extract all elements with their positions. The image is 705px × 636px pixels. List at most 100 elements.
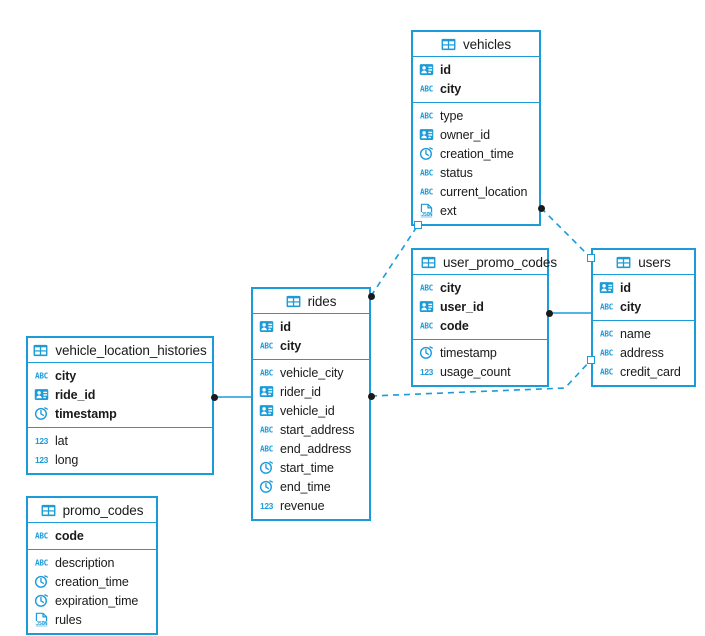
entity-title: rides: [307, 293, 337, 309]
field-creation_time[interactable]: creation_time: [28, 572, 156, 591]
field-type[interactable]: ABC type: [413, 106, 539, 125]
badge-icon: [599, 282, 614, 293]
abc-icon: ABC: [260, 369, 274, 378]
123-icon: 123: [260, 501, 274, 511]
badge-icon: [34, 389, 49, 400]
svg-text:ABC: ABC: [420, 284, 434, 293]
field-label: timestamp: [440, 345, 497, 360]
key-field-id[interactable]: id: [593, 278, 694, 297]
field-label: vehicle_city: [280, 365, 344, 380]
field-start_time[interactable]: start_time: [253, 458, 369, 477]
relationship-source-marker-user_promo_codes-to-users: [545, 309, 553, 317]
field-label: type: [440, 108, 464, 123]
relationship-source-marker-vehicles-to-rides: [367, 292, 375, 300]
relationship-source-marker-vehicle_location_histories-to-rides: [210, 393, 218, 401]
field-label: city: [440, 81, 462, 96]
relationship-target-marker-vehicles-to-users: [587, 254, 595, 262]
field-label: ext: [440, 203, 457, 218]
field-label: revenue: [280, 498, 325, 513]
table-icon: [33, 344, 48, 356]
svg-text:JSON: JSON: [421, 212, 432, 218]
svg-text:ABC: ABC: [600, 368, 614, 377]
field-start_address[interactable]: ABC start_address: [253, 420, 369, 439]
entity-header-promo_codes[interactable]: promo_codes: [28, 498, 156, 523]
field-end_time[interactable]: end_time: [253, 477, 369, 496]
entity-header-users[interactable]: users: [593, 250, 694, 275]
abc-icon: ABC: [35, 372, 49, 381]
entity-header-vehicle_location_histories[interactable]: vehicle_location_histories: [28, 338, 212, 363]
key-field-city[interactable]: ABC city: [413, 79, 539, 98]
abc-icon: ABC: [420, 169, 434, 178]
table-icon: [441, 38, 456, 50]
entity-header-vehicles[interactable]: vehicles: [413, 32, 539, 57]
field-label: ride_id: [55, 387, 96, 402]
key-field-id[interactable]: id: [413, 60, 539, 79]
field-label: creation_time: [55, 574, 129, 589]
clock-icon: [34, 594, 48, 607]
field-description[interactable]: ABC description: [28, 553, 156, 572]
svg-text:ABC: ABC: [260, 426, 274, 435]
field-label: long: [55, 452, 79, 467]
field-label: id: [280, 319, 291, 334]
field-creation_time[interactable]: creation_time: [413, 144, 539, 163]
field-vehicle_id[interactable]: vehicle_id: [253, 401, 369, 420]
entity-header-user_promo_codes[interactable]: user_promo_codes: [413, 250, 557, 275]
key-field-timestamp[interactable]: timestamp: [28, 404, 212, 423]
field-name[interactable]: ABC name: [593, 324, 694, 343]
key-field-ride_id[interactable]: ride_id: [28, 385, 212, 404]
svg-text:ABC: ABC: [420, 112, 434, 121]
field-label: id: [440, 62, 451, 77]
field-ext[interactable]: JSON ext: [413, 201, 539, 220]
clock-icon: [259, 480, 273, 493]
svg-text:123: 123: [420, 367, 434, 377]
key-field-id[interactable]: id: [253, 317, 369, 336]
field-label: start_address: [280, 422, 355, 437]
entity-header-rides[interactable]: rides: [253, 289, 369, 314]
field-label: name: [620, 326, 651, 341]
field-owner_id[interactable]: owner_id: [413, 125, 539, 144]
field-timestamp[interactable]: timestamp: [413, 343, 547, 362]
field-label: start_time: [280, 460, 334, 475]
abc-icon: ABC: [260, 342, 274, 351]
field-label: description: [55, 555, 115, 570]
svg-text:ABC: ABC: [600, 303, 614, 312]
svg-text:JSON: JSON: [36, 621, 47, 627]
field-expiration_time[interactable]: expiration_time: [28, 591, 156, 610]
table-icon: [286, 295, 301, 307]
key-field-user_id[interactable]: user_id: [413, 297, 547, 316]
field-revenue[interactable]: 123 revenue: [253, 496, 369, 515]
svg-text:ABC: ABC: [420, 85, 434, 94]
123-icon: 123: [35, 436, 49, 446]
entity-title: vehicles: [463, 36, 511, 52]
svg-text:ABC: ABC: [35, 372, 49, 381]
svg-text:ABC: ABC: [35, 559, 49, 568]
field-vehicle_city[interactable]: ABC vehicle_city: [253, 363, 369, 382]
field-label: id: [620, 280, 631, 295]
abc-icon: ABC: [600, 330, 614, 339]
field-rider_id[interactable]: rider_id: [253, 382, 369, 401]
